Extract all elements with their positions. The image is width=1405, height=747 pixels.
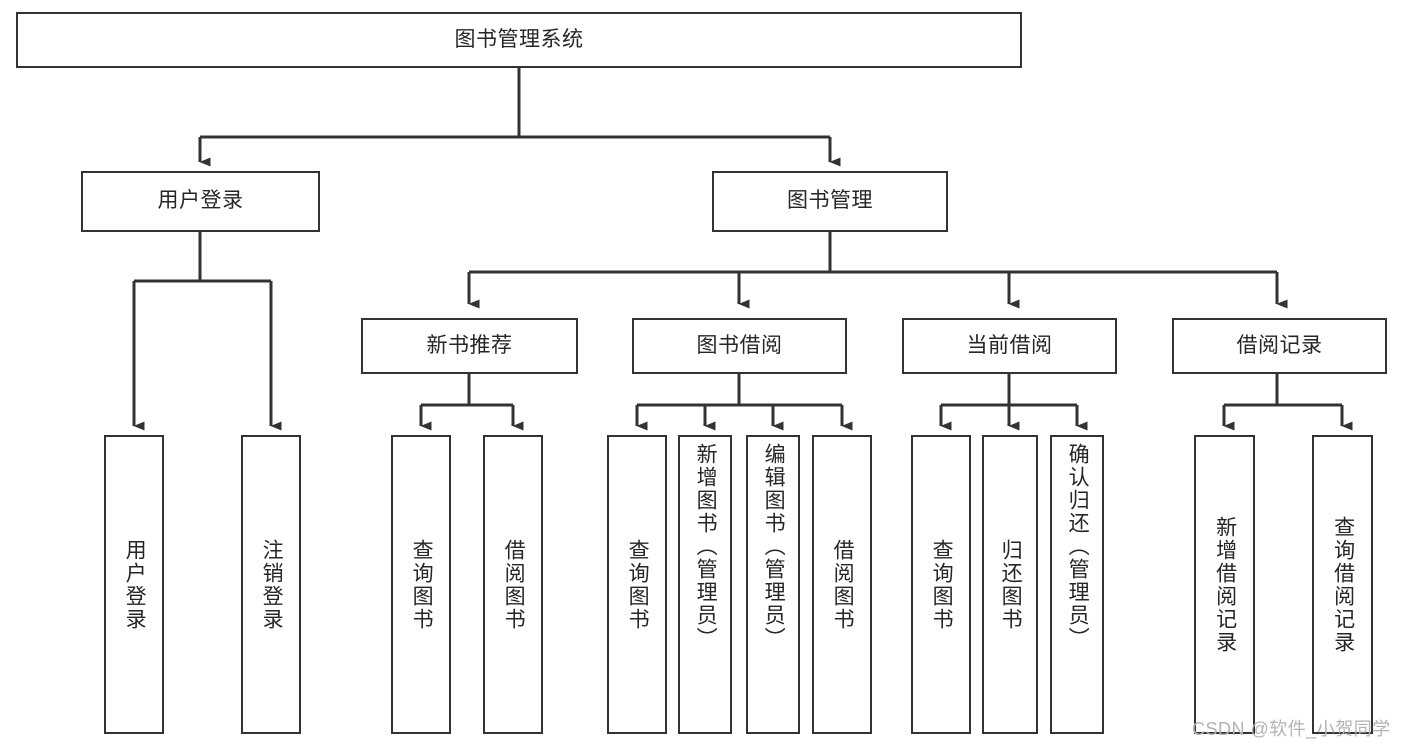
node-leaf-borrow-book-newbook[interactable]: 借阅图书 [483, 435, 543, 734]
node-book-management[interactable]: 图书管理 [712, 171, 948, 232]
node-leaf-query-book-current-label: 查询图书 [930, 538, 954, 631]
node-leaf-edit-book-admin[interactable]: 编辑图书（管理员） [746, 435, 800, 734]
node-leaf-confirm-return-admin-label: 确认归还（管理员） [1066, 443, 1090, 650]
node-current-borrow-label: 当前借阅 [966, 333, 1053, 357]
node-leaf-borrow-book-borrow[interactable]: 借阅图书 [812, 435, 872, 734]
node-user-login-label: 用户登录 [157, 189, 244, 213]
node-current-borrow[interactable]: 当前借阅 [902, 318, 1117, 374]
node-leaf-query-book-newbook-label: 查询图书 [410, 538, 434, 631]
node-leaf-return-book-label: 归还图书 [999, 538, 1023, 631]
node-leaf-confirm-return-admin[interactable]: 确认归还（管理员） [1050, 435, 1104, 734]
node-borrow-record-label: 借阅记录 [1236, 333, 1323, 357]
node-root-system[interactable]: 图书管理系统 [16, 12, 1022, 68]
node-leaf-add-book-admin[interactable]: 新增图书（管理员） [678, 435, 732, 734]
node-borrow-record[interactable]: 借阅记录 [1172, 318, 1387, 374]
node-user-login[interactable]: 用户登录 [81, 171, 320, 232]
node-leaf-user-login[interactable]: 用户登录 [104, 435, 164, 734]
node-leaf-query-borrow-record[interactable]: 查询借阅记录 [1312, 435, 1373, 734]
node-leaf-user-login-label: 用户登录 [123, 538, 147, 631]
node-book-management-label: 图书管理 [787, 189, 873, 213]
node-leaf-query-book-newbook[interactable]: 查询图书 [391, 435, 451, 734]
node-leaf-return-book[interactable]: 归还图书 [982, 435, 1038, 734]
node-leaf-add-book-admin-label: 新增图书（管理员） [694, 443, 718, 650]
node-leaf-logout-label: 注销登录 [260, 538, 284, 631]
node-leaf-query-borrow-record-label: 查询借阅记录 [1331, 515, 1355, 654]
node-leaf-edit-book-admin-label: 编辑图书（管理员） [762, 443, 786, 650]
node-book-borrow[interactable]: 图书借阅 [632, 318, 847, 374]
node-leaf-borrow-book-borrow-label: 借阅图书 [831, 538, 855, 631]
node-leaf-borrow-book-newbook-label: 借阅图书 [502, 538, 526, 631]
node-book-borrow-label: 图书借阅 [696, 333, 783, 357]
node-leaf-add-borrow-record[interactable]: 新增借阅记录 [1194, 435, 1255, 734]
node-root-system-label: 图书管理系统 [454, 27, 584, 51]
node-leaf-add-borrow-record-label: 新增借阅记录 [1213, 515, 1237, 654]
node-leaf-query-book-borrow-label: 查询图书 [626, 538, 650, 631]
node-new-book-recommend[interactable]: 新书推荐 [361, 318, 578, 374]
node-leaf-query-book-borrow[interactable]: 查询图书 [607, 435, 667, 734]
node-leaf-logout[interactable]: 注销登录 [241, 435, 301, 734]
node-leaf-query-book-current[interactable]: 查询图书 [911, 435, 971, 734]
node-new-book-recommend-label: 新书推荐 [426, 333, 513, 357]
